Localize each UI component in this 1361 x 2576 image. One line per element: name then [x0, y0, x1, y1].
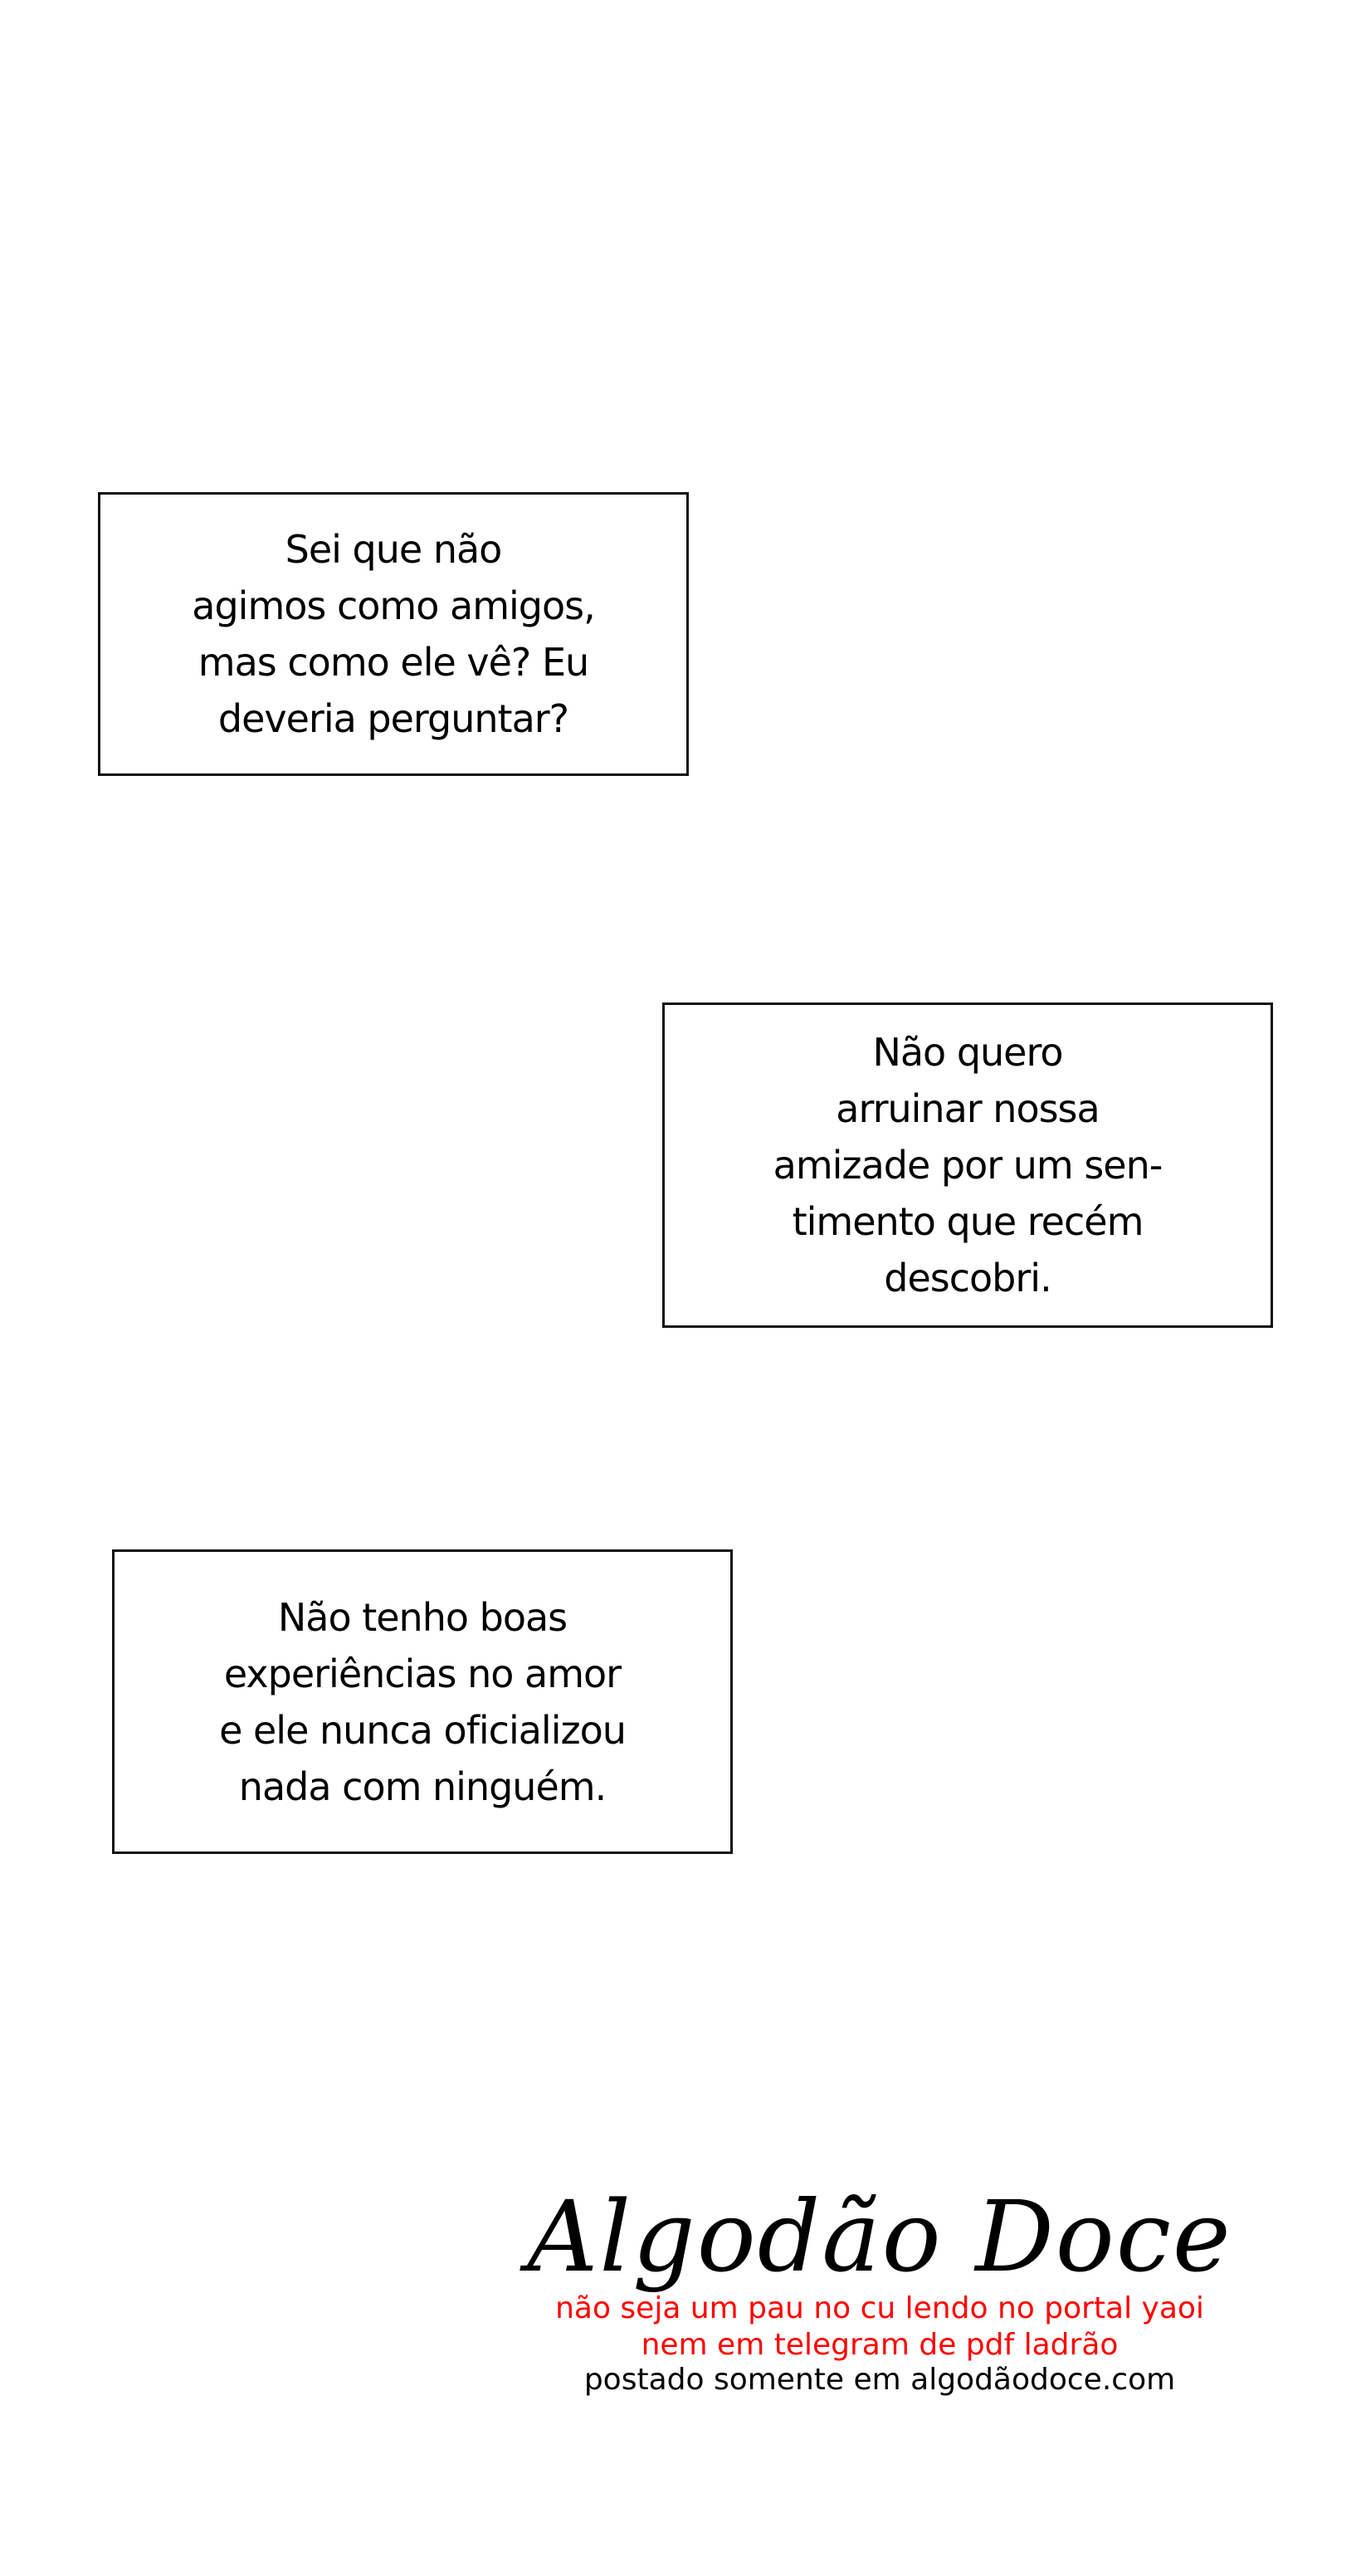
caption-line: mas como ele vê? Eu [198, 640, 589, 685]
caption-line: Sei que não [285, 527, 503, 572]
caption-line: experiências no amor [223, 1651, 622, 1696]
caption-box-2: Não quero arruinar nossa amizade por um … [662, 1003, 1273, 1328]
watermark-source-line: postado somente em algodãodoce.com [583, 2363, 1176, 2397]
watermark-logo: Algodão Doce [527, 2179, 1232, 2294]
caption-line: nada com ninguém. [238, 1764, 607, 1809]
caption-line: timento que recém [792, 1199, 1144, 1244]
watermark: Algodão Doce não seja um pau no cu lendo… [498, 2183, 1261, 2397]
caption-line: e ele nunca oficializou [219, 1707, 627, 1753]
caption-line: descobri. [884, 1256, 1051, 1300]
caption-box-1: Sei que não agimos como amigos, mas como… [98, 492, 689, 776]
caption-line: amizade por um sen- [773, 1143, 1163, 1188]
watermark-warning-line-1: não seja um pau no cu lendo no portal ya… [555, 2291, 1204, 2325]
caption-box-3: Não tenho boas experiências no amor e el… [112, 1549, 733, 1854]
caption-line: agimos como amigos, [192, 583, 595, 628]
caption-line: Não tenho boas [277, 1594, 568, 1640]
caption-line: Não quero [872, 1030, 1063, 1075]
caption-line: arruinar nossa [836, 1086, 1100, 1131]
watermark-warning-line-2: nem em telegram de pdf ladrão [641, 2328, 1119, 2362]
caption-line: deveria perguntar? [217, 696, 569, 741]
